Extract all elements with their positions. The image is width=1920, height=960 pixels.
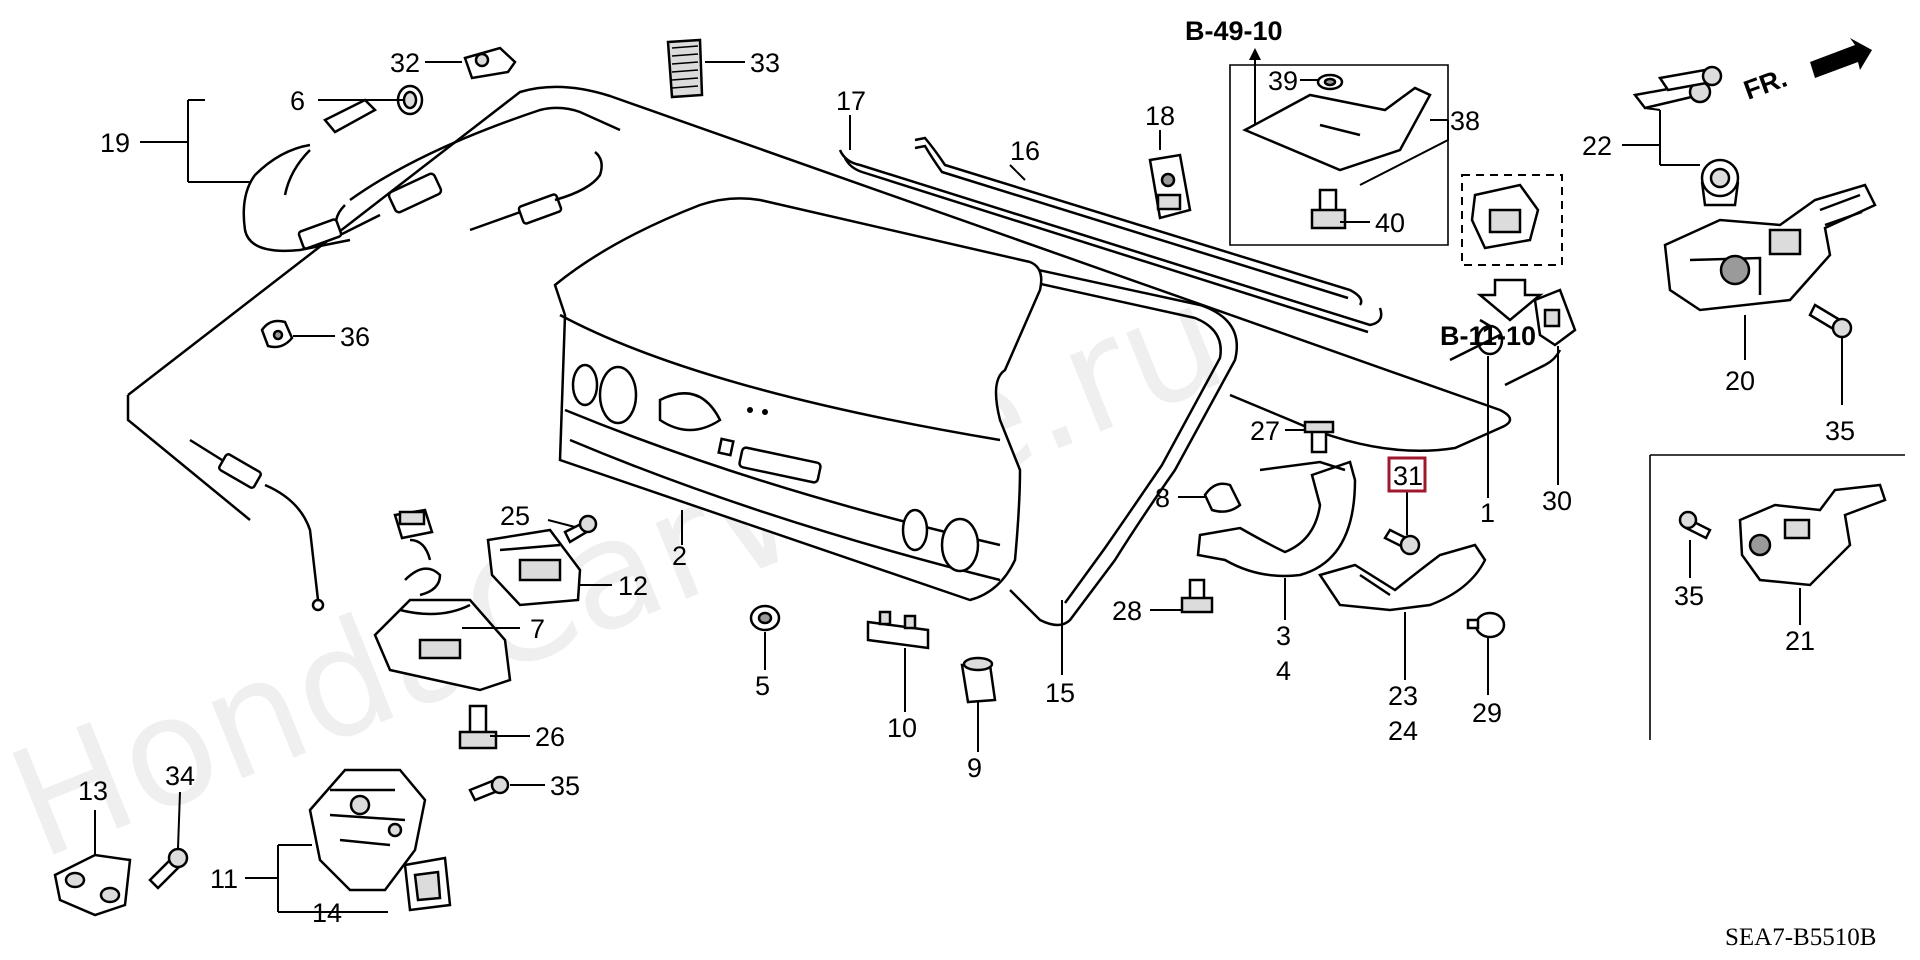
callout-35-left[interactable]: 35 (550, 771, 580, 801)
highlight-box-31 (1387, 456, 1427, 493)
part-20-latch-assembly[interactable] (1663, 183, 1877, 312)
part-15-weatherstrip-outline[interactable] (126, 85, 1512, 521)
reference-b-49-10[interactable]: B-49-10 (1185, 16, 1283, 46)
part-35-bolt-lower-right[interactable] (1678, 510, 1712, 540)
part-1-cable-end[interactable] (1449, 318, 1562, 387)
callout-20[interactable]: 20 (1725, 366, 1755, 396)
front-indicator-label: FR. (1740, 63, 1791, 106)
part-27-bolt[interactable] (1303, 420, 1335, 454)
part-6-grommet[interactable] (323, 84, 424, 134)
callout-25[interactable]: 25 (500, 501, 530, 531)
callout-18[interactable]: 18 (1145, 101, 1175, 131)
part-8-clip[interactable] (1203, 482, 1242, 513)
reference-box-b-11-10 (1461, 174, 1563, 322)
part-22-key-cylinder[interactable] (1632, 65, 1740, 207)
callout-12[interactable]: 12 (618, 571, 648, 601)
callout-39[interactable]: 39 (1268, 66, 1298, 96)
callout-13[interactable]: 13 (78, 776, 108, 806)
callout-35-upper-right[interactable]: 35 (1825, 416, 1855, 446)
part-21-latch[interactable] (1649, 454, 1905, 740)
reference-b-11-10[interactable]: B-11-10 (1440, 321, 1536, 351)
part-17-torsion-bar[interactable] (838, 149, 1383, 334)
callout-3[interactable]: 3 (1276, 621, 1291, 651)
part-10-bumper[interactable] (866, 610, 930, 650)
callout-33[interactable]: 33 (750, 48, 780, 78)
callout-10[interactable]: 10 (887, 713, 917, 743)
part-23-24-hinge[interactable] (1318, 543, 1487, 612)
callout-15[interactable]: 15 (1045, 678, 1075, 708)
callout-14[interactable]: 14 (312, 898, 342, 928)
part-26-bolt[interactable] (458, 704, 498, 750)
callout-27[interactable]: 27 (1250, 416, 1280, 446)
part-29-clip[interactable] (1466, 611, 1506, 639)
part-31-bolt[interactable] (1383, 528, 1421, 556)
part-19-cable-end[interactable] (189, 438, 325, 612)
callout-26[interactable]: 26 (535, 722, 565, 752)
callout-29[interactable]: 29 (1472, 698, 1502, 728)
part-7-actuator[interactable] (373, 508, 512, 692)
part-38-bracket-group[interactable] (1229, 64, 1449, 246)
part-2-trunk-lid[interactable] (553, 197, 1043, 602)
callout-22[interactable]: 22 (1582, 131, 1612, 161)
part-3-4-hinge[interactable] (1196, 460, 1357, 578)
callout-8[interactable]: 8 (1155, 483, 1170, 513)
callout-4[interactable]: 4 (1276, 656, 1291, 686)
part-5-grommet[interactable] (749, 604, 781, 632)
callout-17[interactable]: 17 (836, 86, 866, 116)
callout-9[interactable]: 9 (967, 753, 982, 783)
callout-34[interactable]: 34 (165, 761, 195, 791)
part-35-bolt-left[interactable] (468, 775, 510, 802)
callout-labels: 32 33 6 19 17 16 18 B-49-10 39 38 40 B-1… (78, 16, 1876, 951)
callout-2[interactable]: 2 (672, 541, 687, 571)
front-direction-arrow (1810, 38, 1872, 78)
callout-38[interactable]: 38 (1450, 106, 1480, 136)
part-19-opener-cable[interactable] (242, 106, 621, 252)
callout-35-lower-right[interactable]: 35 (1674, 581, 1704, 611)
callout-6[interactable]: 6 (290, 86, 305, 116)
callout-23[interactable]: 23 (1388, 681, 1418, 711)
part-25-bolt[interactable] (563, 514, 598, 544)
part-28-bolt[interactable] (1180, 578, 1214, 614)
callout-16[interactable]: 16 (1010, 136, 1040, 166)
part-16-torsion-bar[interactable] (914, 136, 1363, 306)
leader-lines (94, 48, 1843, 913)
callout-31[interactable]: 31 (1393, 461, 1423, 491)
callout-5[interactable]: 5 (755, 671, 770, 701)
callout-30[interactable]: 30 (1542, 486, 1572, 516)
part-35-bolt-upper-right[interactable] (1808, 303, 1853, 339)
part-11-latch[interactable] (308, 768, 427, 892)
part-18-connector[interactable] (1148, 153, 1192, 220)
callout-19[interactable]: 19 (100, 128, 130, 158)
diagram-code: SEA7-B5510B (1725, 924, 1876, 951)
part-14-striker[interactable] (403, 856, 452, 912)
callout-24[interactable]: 24 (1388, 716, 1418, 746)
part-36-clip[interactable] (260, 319, 294, 349)
callout-32[interactable]: 32 (390, 48, 420, 78)
callout-11[interactable]: 11 (210, 864, 238, 894)
part-34-bolt[interactable] (148, 847, 189, 890)
part-9-stopper[interactable] (960, 656, 997, 704)
callout-36[interactable]: 36 (340, 322, 370, 352)
part-12-switch[interactable] (486, 528, 582, 607)
callout-40[interactable]: 40 (1375, 208, 1405, 238)
callout-1[interactable]: 1 (1480, 498, 1495, 528)
callout-21[interactable]: 21 (1785, 626, 1815, 656)
part-30-bracket[interactable] (1533, 288, 1577, 347)
callout-7[interactable]: 7 (530, 614, 545, 644)
part-32-clip[interactable] (463, 46, 517, 80)
part-33-cushion[interactable] (666, 38, 704, 99)
callout-28[interactable]: 28 (1112, 596, 1142, 626)
